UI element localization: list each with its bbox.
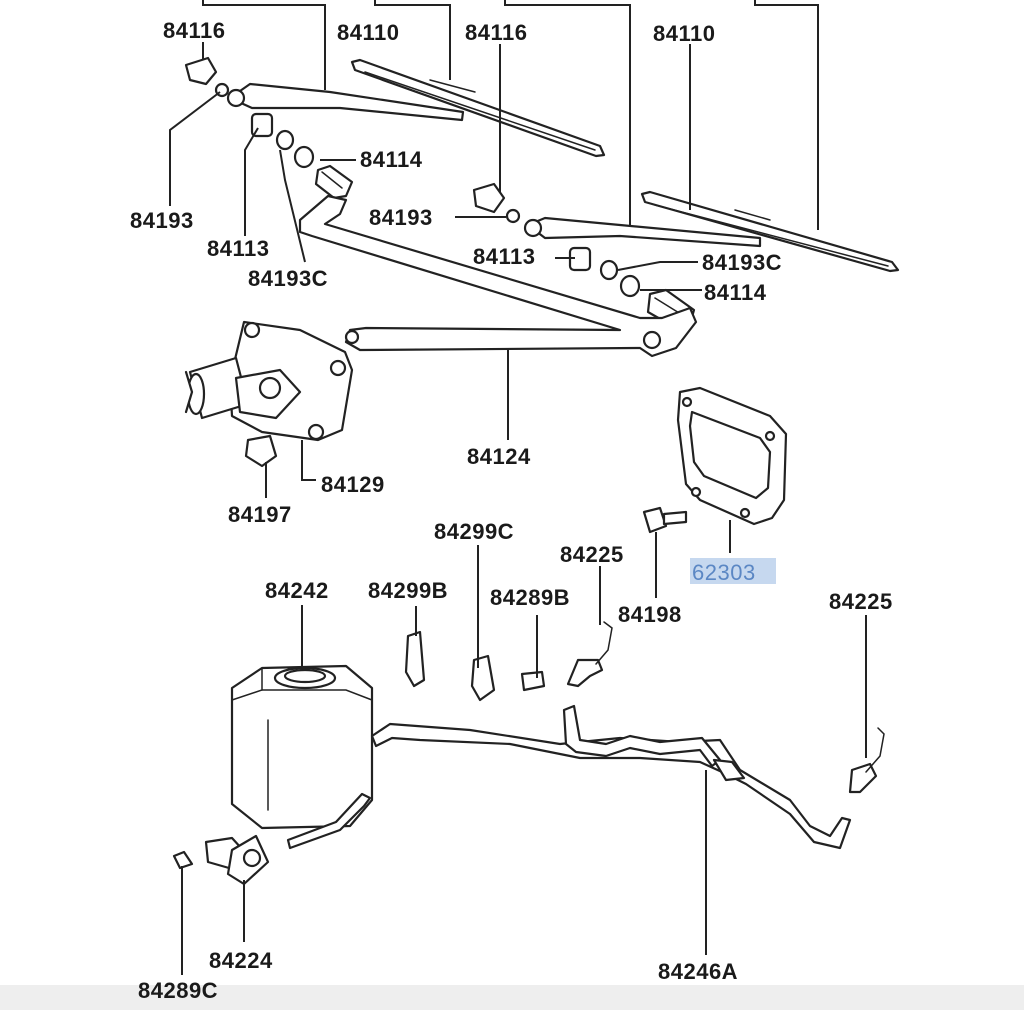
label-84124: 84124 <box>467 444 531 469</box>
wiper-arm-left <box>184 56 465 122</box>
label-84225-a: 84225 <box>560 542 624 567</box>
bushings <box>250 112 641 298</box>
label-84242: 84242 <box>265 578 329 603</box>
label-84197: 84197 <box>228 502 292 527</box>
label-84299B: 84299B <box>368 578 448 603</box>
washer-pump <box>172 834 270 886</box>
wiper-motor <box>184 320 354 468</box>
label-84110-b: 84110 <box>653 21 715 46</box>
label-84299C: 84299C <box>434 519 514 544</box>
label-84193-left: 84193 <box>130 208 194 233</box>
washer-tank <box>230 664 374 830</box>
group-brackets <box>202 0 819 230</box>
label-84113-a: 84113 <box>207 236 269 261</box>
label-84113-b: 84113 <box>473 244 535 269</box>
label-84193C-a: 84193C <box>248 266 328 291</box>
clips <box>404 621 885 794</box>
gasket-62303 <box>676 386 788 526</box>
label-84246A: 84246A <box>658 959 738 984</box>
label-84225-b: 84225 <box>829 589 893 614</box>
label-84116-b: 84116 <box>465 20 527 45</box>
wiper-blade-left <box>350 58 606 158</box>
label-84114-a: 84114 <box>360 147 423 172</box>
wiper-blade-right <box>640 190 900 273</box>
label-84129: 84129 <box>321 472 385 497</box>
label-84198: 84198 <box>618 602 682 627</box>
label-84110-a: 84110 <box>337 20 399 45</box>
label-84224: 84224 <box>209 948 273 973</box>
label-84114-b: 84114 <box>704 280 767 305</box>
bottom-shade <box>0 985 1024 1010</box>
label-62303: 62303 <box>692 560 756 585</box>
label-84193-mid: 84193 <box>369 205 433 230</box>
part-labels: 84116 84110 84116 84110 84114 84193 8419… <box>130 18 893 1003</box>
label-84116-a: 84116 <box>163 18 225 43</box>
washer-hoses <box>286 704 852 850</box>
bolt-84198 <box>642 506 688 534</box>
wiper-arm-right <box>472 182 762 248</box>
highlight-62303 <box>690 558 776 584</box>
leader-lines <box>169 42 867 975</box>
label-84193C-b: 84193C <box>702 250 782 275</box>
wiper-linkage <box>298 194 698 358</box>
label-84289B: 84289B <box>490 585 570 610</box>
label-84289C: 84289C <box>138 978 218 1003</box>
